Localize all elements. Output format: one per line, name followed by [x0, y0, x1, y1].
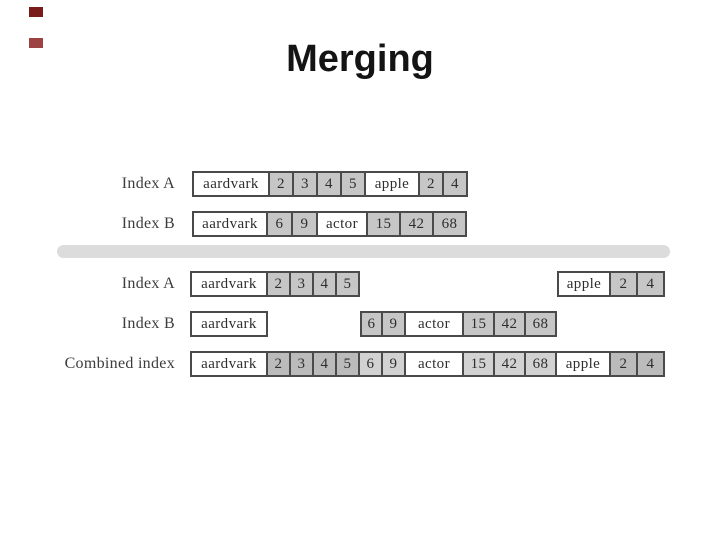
postings-segment: aardvark: [190, 311, 268, 337]
term-cell: aardvark: [190, 351, 268, 377]
term-cell: aardvark: [190, 271, 268, 297]
posting-cell: 9: [383, 311, 406, 337]
posting-cell: 15: [368, 211, 401, 237]
posting-cell: 2: [268, 351, 291, 377]
top-left-accent-mark: [29, 38, 43, 48]
term-cell: apple: [557, 351, 611, 377]
posting-cell: 68: [434, 211, 467, 237]
posting-cell: 3: [291, 271, 314, 297]
posting-cell: 68: [526, 311, 557, 337]
posting-cell: 4: [314, 271, 337, 297]
posting-cell: 9: [293, 211, 318, 237]
top-left-accent-mark: [29, 7, 43, 17]
posting-cell: 5: [337, 271, 360, 297]
posting-cell: 42: [495, 311, 526, 337]
section-divider: [57, 245, 670, 258]
posting-cell: 5: [342, 171, 366, 197]
term-cell: actor: [406, 351, 464, 377]
posting-cell: 42: [401, 211, 434, 237]
term-cell: apple: [366, 171, 420, 197]
posting-cell: 42: [495, 351, 526, 377]
row-label: Index B: [121, 215, 175, 232]
posting-cell: 15: [464, 351, 495, 377]
posting-cell: 3: [294, 171, 318, 197]
term-cell: aardvark: [190, 311, 268, 337]
row-label: Index B: [121, 315, 175, 332]
term-cell: aardvark: [192, 171, 270, 197]
posting-cell: 4: [638, 271, 665, 297]
term-cell: actor: [406, 311, 464, 337]
posting-cell: 2: [270, 171, 294, 197]
posting-cell: 6: [268, 211, 293, 237]
posting-cell: 6: [360, 311, 383, 337]
slide-title: Merging: [286, 38, 434, 80]
term-cell: apple: [557, 271, 611, 297]
posting-cell: 4: [638, 351, 665, 377]
row-label: Index A: [121, 275, 175, 292]
posting-cell: 2: [611, 351, 638, 377]
posting-cell: 4: [444, 171, 468, 197]
row-label: Index A: [121, 175, 175, 192]
posting-cell: 4: [318, 171, 342, 197]
posting-cell: 15: [464, 311, 495, 337]
posting-cell: 2: [268, 271, 291, 297]
posting-cell: 68: [526, 351, 557, 377]
posting-cell: 3: [291, 351, 314, 377]
posting-cell: 2: [611, 271, 638, 297]
posting-cell: 6: [360, 351, 383, 377]
posting-cell: 4: [314, 351, 337, 377]
term-cell: actor: [318, 211, 368, 237]
row-label: Combined index: [64, 355, 175, 372]
posting-cell: 5: [337, 351, 360, 377]
term-cell: aardvark: [192, 211, 268, 237]
posting-cell: 9: [383, 351, 406, 377]
posting-cell: 2: [420, 171, 444, 197]
